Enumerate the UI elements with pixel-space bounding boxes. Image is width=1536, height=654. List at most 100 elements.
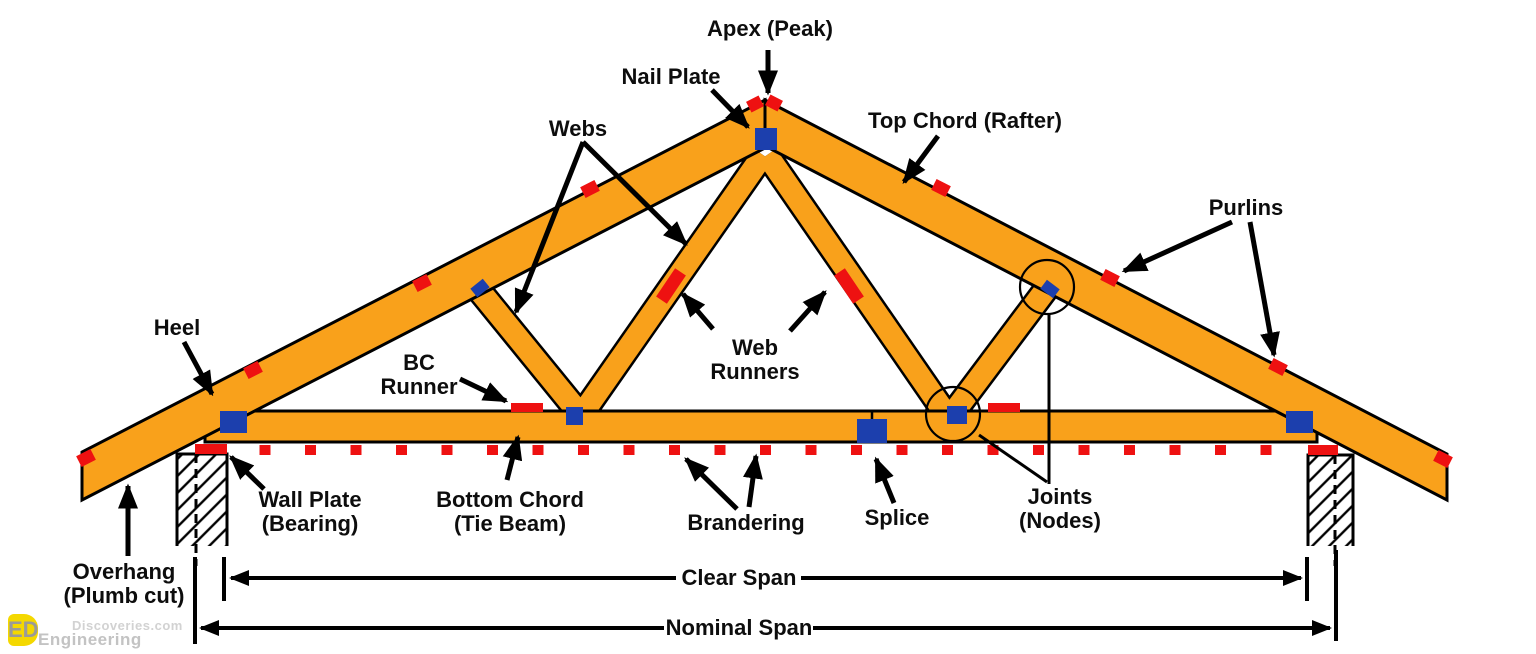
label-web-runners-line2: Runners xyxy=(710,359,800,384)
joint-markers xyxy=(924,258,1076,484)
brandering-batten xyxy=(532,445,544,455)
brandering-batten xyxy=(578,445,589,455)
label-brandering: Brandering xyxy=(687,510,805,535)
label-overhang: Overhang (Plumb cut) xyxy=(64,560,185,608)
label-top-chord: Top Chord (Rafter) xyxy=(868,108,1062,133)
joint-circle-chord xyxy=(1018,258,1076,316)
brandering-batten xyxy=(805,445,817,455)
label-nail-plate: Nail Plate xyxy=(621,64,721,89)
label-wall-plate: Wall Plate (Bearing) xyxy=(258,488,361,536)
brandering-batten xyxy=(487,445,498,455)
brandering-batten xyxy=(760,445,771,455)
heel-arrow xyxy=(181,340,215,397)
splice-plate xyxy=(857,419,887,443)
purlin-mark xyxy=(1433,450,1453,468)
purlin-mark xyxy=(1100,269,1120,287)
right-node-plate xyxy=(947,406,967,424)
left-chord-joint-plate xyxy=(470,278,490,298)
right-heel-plate xyxy=(1286,411,1313,433)
brandering-batten xyxy=(396,445,407,455)
joints-leader-diagonal xyxy=(978,433,1048,484)
label-overhang-line1: Overhang xyxy=(72,559,176,584)
label-bc-runner: BC Runner xyxy=(381,351,458,399)
web-runners-arrow-left xyxy=(681,292,715,331)
label-web-runners: Web Runners xyxy=(710,336,799,384)
label-joints: Joints (Nodes) xyxy=(1019,485,1101,533)
purlin-mark xyxy=(765,94,783,112)
purlin-mark xyxy=(1268,358,1288,376)
right-chord-joint-plate xyxy=(1040,279,1060,299)
brandering-batten xyxy=(259,445,271,455)
label-arrows xyxy=(118,50,1280,556)
nail-plate-arrow xyxy=(710,88,750,129)
joint-circle-node xyxy=(924,385,982,443)
purlin-mark xyxy=(76,449,96,467)
brandering-batten xyxy=(1215,445,1226,455)
bottom-chord-member xyxy=(203,409,1319,444)
logo-engineering-text: Engineering xyxy=(38,630,142,649)
brandering-batten xyxy=(851,445,862,455)
label-wall-plate-line2: (Bearing) xyxy=(261,511,359,536)
splice-arrow xyxy=(873,456,897,504)
wall-plate-arrow xyxy=(229,455,266,491)
top-chord-arrow xyxy=(901,134,941,185)
purlin-mark xyxy=(746,95,764,113)
label-bottom-chord: Bottom Chord (Tie Beam) xyxy=(436,488,584,536)
label-bc-runner-line1: BC xyxy=(403,350,435,375)
label-nominal-span: Nominal Span xyxy=(665,615,813,640)
brandering-batten xyxy=(896,445,908,455)
brandering-arrow-right xyxy=(743,453,763,508)
label-apex: Apex (Peak) xyxy=(707,16,833,41)
brandering-batten xyxy=(987,445,999,455)
label-purlins: Purlins xyxy=(1208,195,1284,220)
purlins-arrow-left xyxy=(1121,219,1234,274)
wall-plates xyxy=(195,444,1338,455)
label-wall-plate-line1: Wall Plate xyxy=(258,487,362,512)
left-node-plate xyxy=(566,407,583,425)
brandering-batten xyxy=(1124,445,1135,455)
webs-arrow-left xyxy=(513,141,586,315)
web-right-long xyxy=(757,148,960,427)
brandering-batten xyxy=(1260,445,1272,455)
brandering-batten xyxy=(305,445,316,455)
brandering-battens xyxy=(259,445,1272,455)
left-wall-plate xyxy=(195,444,227,454)
logo-ed-icon: ED xyxy=(8,614,39,646)
brandering-batten xyxy=(1169,445,1181,455)
purlin-marks xyxy=(76,94,1453,468)
web-runner-marks xyxy=(656,268,864,304)
bc-runner-left xyxy=(511,403,543,412)
web-runner-right xyxy=(834,268,864,304)
label-overhang-line2: (Plumb cut) xyxy=(63,583,185,608)
right-wall-plate xyxy=(1308,445,1338,455)
web-runners-arrow-right xyxy=(788,290,827,333)
label-splice: Splice xyxy=(864,505,930,530)
apex-nail-plate xyxy=(755,128,777,150)
label-clear-span: Clear Span xyxy=(681,565,797,590)
web-left-short xyxy=(465,277,597,431)
bc-runner-arrow xyxy=(458,376,509,404)
label-bottom-chord-line2: (Tie Beam) xyxy=(453,511,567,536)
brandering-batten xyxy=(714,445,726,455)
dimension-lines xyxy=(193,550,1338,644)
purlin-mark xyxy=(412,274,432,292)
bc-runner-right xyxy=(988,403,1020,412)
brandering-batten xyxy=(1078,445,1090,455)
purlin-mark xyxy=(243,361,263,379)
logo-discoveries-text: Discoveries.com xyxy=(72,618,183,633)
bottom-chord-arrow xyxy=(502,434,523,481)
web-runner-left xyxy=(656,268,686,304)
label-bottom-chord-line1: Bottom Chord xyxy=(436,487,584,512)
left-wall-hatch xyxy=(177,454,227,546)
right-wall-hatch xyxy=(1308,455,1353,546)
brandering-batten xyxy=(1033,445,1044,455)
brandering-batten xyxy=(942,445,953,455)
label-webs: Webs xyxy=(548,116,608,141)
brandering-batten xyxy=(350,445,362,455)
web-right-short xyxy=(939,277,1059,427)
engineering-discoveries-logo: ED Discoveries.com Engineering xyxy=(6,610,186,652)
label-joints-line1: Joints xyxy=(1027,484,1093,509)
left-heel-plate xyxy=(220,411,247,433)
nail-plates xyxy=(220,128,1313,443)
